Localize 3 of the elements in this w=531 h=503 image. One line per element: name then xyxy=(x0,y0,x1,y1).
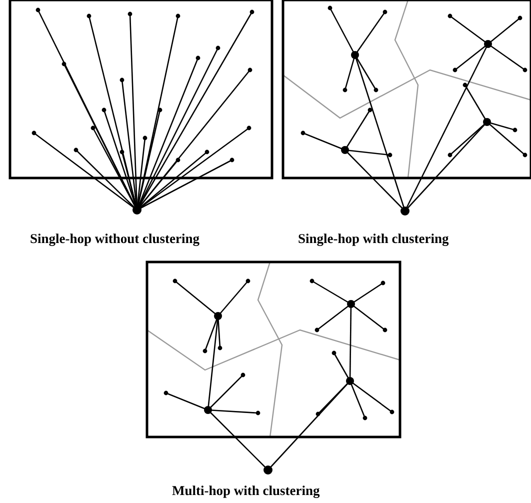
caption: Multi-hop with clustering xyxy=(172,483,320,499)
caption: Single-hop with clustering xyxy=(298,231,449,247)
caption: Single-hop without clustering xyxy=(30,231,200,247)
